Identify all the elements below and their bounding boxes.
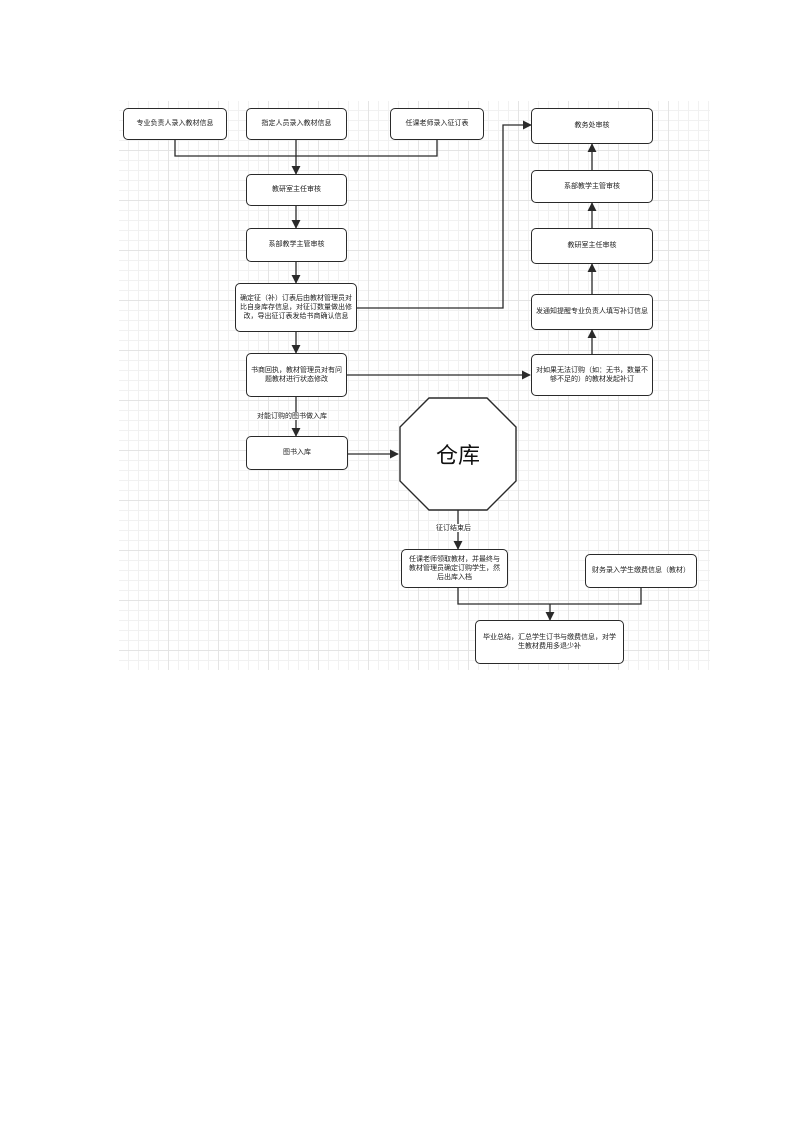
node-assignee-input: 指定人员录入教材信息 xyxy=(246,108,347,140)
node-dept-teaching-review-1: 系部教学主管审核 xyxy=(246,228,347,262)
node-research-director-review-right: 教研室主任审核 xyxy=(531,228,653,264)
node-finance-input: 财务录入学生缴费信息（教材） xyxy=(585,554,697,588)
edge-confirm-to-office xyxy=(357,120,532,309)
edge-major-to-research xyxy=(174,139,296,157)
edge-label-after-order: 征订结束后 xyxy=(435,524,472,533)
node-research-director-review-1: 教研室主任审核 xyxy=(246,174,347,206)
node-notify-major: 发通知提醒专业负责人填写补订信息 xyxy=(531,294,653,330)
edge-finance-to-summary xyxy=(550,588,642,605)
node-dept-teaching-review-right: 系部教学主管审核 xyxy=(531,170,653,203)
node-problem-books: 对如果无法订购（如：无书，数量不够不足的）的教材发起补订 xyxy=(531,354,653,396)
node-teacher-pickup: 任课老师领取教材，并最终与教材管理员确定订购学生，然后出库入档 xyxy=(401,549,508,588)
node-major-input: 专业负责人录入教材信息 xyxy=(123,108,227,140)
edge-pickup-to-summary xyxy=(457,588,550,605)
node-warehouse-label: 仓库 xyxy=(435,444,480,469)
node-confirm-order: 确定征（补）订表后由教材管理员对比自身库存信息，对征订数量做出修改，导出征订表发… xyxy=(235,283,357,332)
node-bookseller-reply: 书商回执，教材管理员对有问题教材进行状态修改 xyxy=(246,353,347,397)
node-final-summary: 毕业总结，汇总学生订书与缴费信息，对学生教材费用多退少补 xyxy=(475,620,624,664)
warehouse-octagon xyxy=(399,397,517,511)
edge-label-ordered-in: 对能订购的图书做入库 xyxy=(256,412,328,421)
node-office-review-top: 教务处审核 xyxy=(531,108,653,144)
node-books-in: 图书入库 xyxy=(246,436,348,470)
edge-teacher-to-research xyxy=(296,139,438,157)
node-teacher-input: 任课老师录入征订表 xyxy=(390,108,484,140)
